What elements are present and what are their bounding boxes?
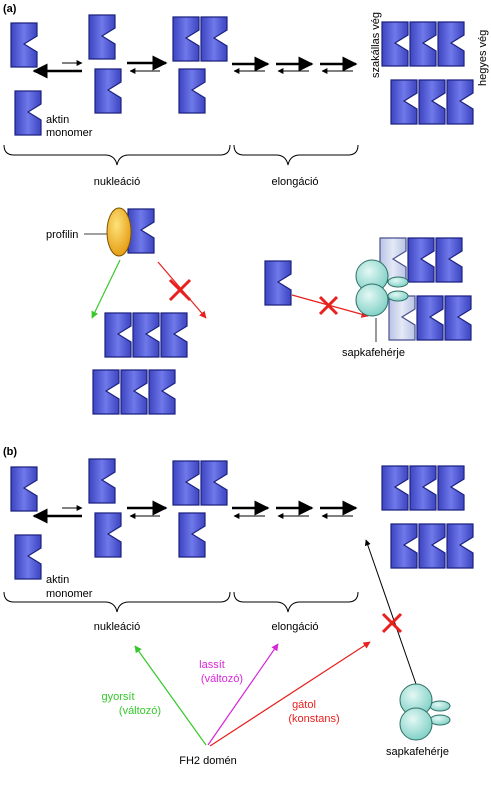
nucleation-brace [3,591,231,613]
profilin-protein [106,207,132,257]
filament-subunit [446,79,474,125]
panel-a-label: (a) [3,3,17,15]
elongation-brace [233,591,359,613]
filament-subunit [104,312,132,358]
filament-subunit [409,465,437,511]
capping-protein-label: sapkafehérje [342,347,405,359]
actin-dimer-subunit [88,14,116,60]
profilin-promotes-arrow [91,259,121,319]
profilin-bound-actin [127,208,155,254]
nucleation-label: nukleáció [94,621,140,633]
actin-trimer-subunit [200,16,228,62]
capped-filament-subunit [388,295,416,341]
filament-subunit [409,21,437,67]
free-actin-monomer [264,260,292,306]
actin-monomer-label: aktin [46,574,69,586]
filament-subunit [444,295,472,341]
filament-subunit [418,523,446,569]
nucleation-label: nukleáció [94,176,140,188]
accelerates-label: (változó) [119,705,161,717]
accelerates-label: gyorsít [101,691,134,703]
filament-subunit [390,79,418,125]
actin-monomer-label: aktin [46,114,69,126]
filament-subunit [435,237,463,283]
slows-label: (változó) [201,673,243,685]
filament-subunit [418,79,446,125]
filament-subunit [381,21,409,67]
inhibition-x [168,278,192,302]
filament-subunit [437,465,465,511]
elongation-label: elongáció [271,176,318,188]
filament-subunit [437,21,465,67]
slows-label: lassít [199,659,225,671]
capping-protein [355,259,409,317]
actin-monomer [10,22,38,68]
actin-monomer [14,90,42,136]
inhibition-x [318,295,339,316]
filament-subunit [148,369,176,415]
filament-subunit [416,295,444,341]
actin-monomer [10,466,38,512]
actin-dimer-subunit [94,68,122,114]
actin-trimer-subunit [200,460,228,506]
filament-subunit [381,465,409,511]
fh2-inhibits-arrow [209,641,371,747]
actin-trimer-subunit [178,512,206,558]
fh2-slows-arrow [207,643,279,746]
actin-trimer-subunit [172,460,200,506]
panel-b-label: (b) [3,446,17,458]
actin-dimer-subunit [94,512,122,558]
actin-dimer-subunit [88,458,116,504]
actin-monomer-label: monomer [46,588,93,600]
filament-subunit [92,369,120,415]
barbed-end-label: szakállas vég [370,12,382,78]
filament-subunit [446,523,474,569]
capping-protein [399,683,451,741]
inhibits-label: (konstans) [288,713,339,725]
actin-trimer-subunit [172,16,200,62]
nucleation-brace [3,144,231,166]
filament-subunit [132,312,160,358]
inhibits-label: gátol [292,699,316,711]
pointed-end-label: hegyes vég [477,30,489,86]
elongation-label: elongáció [271,621,318,633]
fh2-accelerates-arrow [134,645,207,746]
inhibition-x [381,612,403,634]
actin-trimer-subunit [178,68,206,114]
filament-subunit [160,312,188,358]
profilin-label: profilin [46,229,78,241]
capping-protein-label: sapkafehérje [386,746,449,758]
filament-subunit [407,237,435,283]
filament-subunit [390,523,418,569]
actin-monomer [14,534,42,580]
fh2-domain-label: FH2 domén [179,755,236,767]
capping-binding-arrow [364,539,417,685]
actin-monomer-label: monomer [46,127,93,139]
filament-subunit [120,369,148,415]
elongation-brace [233,144,359,166]
